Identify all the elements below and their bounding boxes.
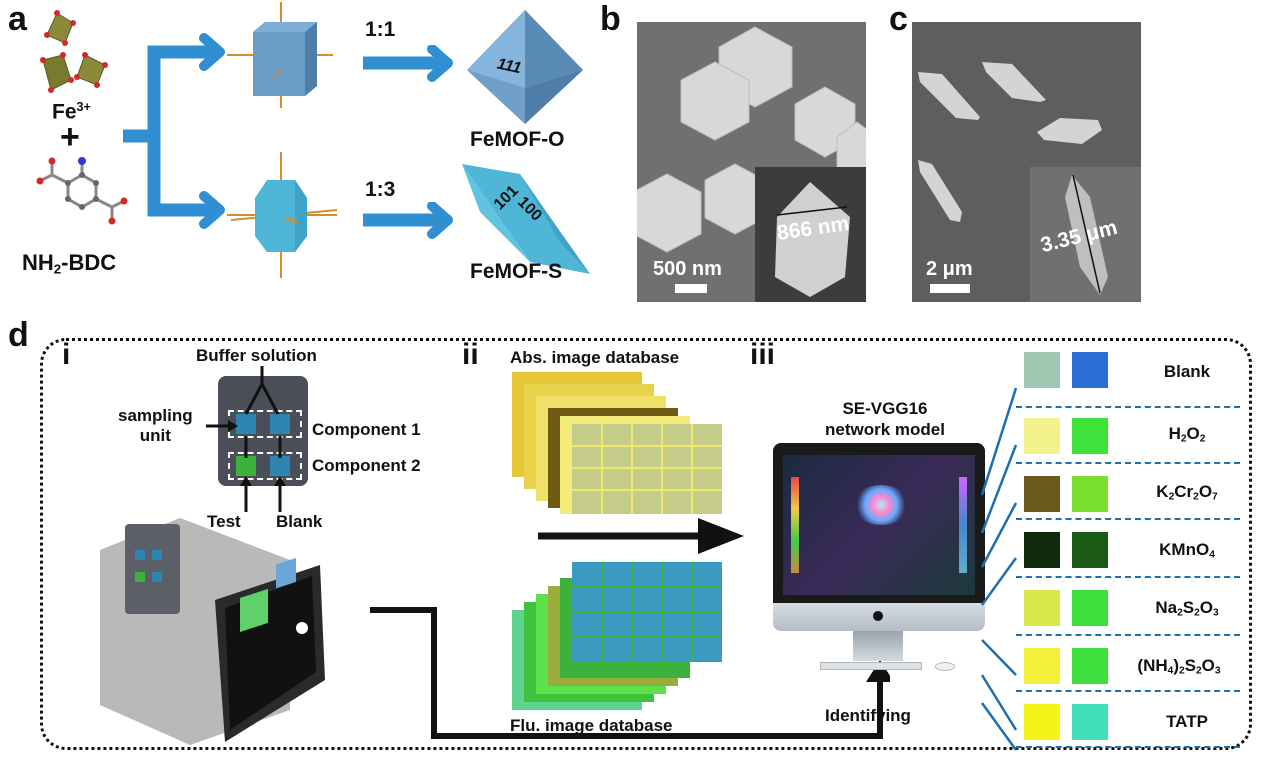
process-arrow (538, 518, 744, 554)
ratio-bottom-label: 1:3 (365, 178, 396, 201)
section-iii-numeral: iii (750, 338, 776, 371)
mouse-icon (935, 662, 955, 671)
panel-d-letter: d (8, 316, 29, 354)
octahedron-crystal-icon: 111 (467, 10, 583, 124)
result-label: TATP (1166, 712, 1208, 731)
scale-bar-c (930, 284, 970, 293)
fe-cluster-icon (40, 10, 108, 93)
result-row-tatp: TATP (1016, 692, 1240, 748)
nh2-bdc-molecule-icon (36, 157, 128, 225)
abs-swatch (1024, 532, 1060, 568)
abs-image-stack (512, 372, 722, 514)
fe-label: Fe3+ (52, 100, 91, 124)
result-label: K2Cr2O7 (1156, 482, 1218, 503)
flu-swatch (1072, 704, 1108, 740)
abs-swatch (1024, 352, 1060, 388)
sampling-unit-blank (270, 456, 290, 476)
scale-bar-b (675, 284, 707, 293)
keyboard-icon (820, 662, 922, 670)
section-ii-numeral: ii (462, 338, 479, 371)
result-row-h2o2: H2O2 (1016, 408, 1240, 464)
monitor-screen (783, 455, 975, 595)
flu-swatch (1072, 418, 1108, 454)
cube-crystal-icon (227, 2, 333, 108)
flu-swatch (1072, 476, 1108, 512)
abs-swatch (1024, 648, 1060, 684)
result-label: H2O2 (1168, 424, 1206, 445)
femof-s-label: FeMOF-S (470, 260, 563, 283)
inset-b: 866 nm (755, 167, 866, 302)
sampling-unit-tr (270, 414, 290, 434)
smartphone-device-illustration (100, 518, 325, 745)
chip-leader-lines (206, 366, 286, 512)
ratio-bottom-arrow (363, 202, 453, 239)
inset-c: 3.35 μm (1030, 167, 1141, 302)
flu-database-label: Flu. image database (510, 716, 673, 735)
flu-swatch (1072, 532, 1108, 568)
abs-swatch (1024, 476, 1060, 512)
bipyramid-crystal-icon: 101 100 (462, 164, 590, 274)
chip-diagram (218, 376, 308, 486)
result-label: Na2S2O3 (1155, 598, 1219, 619)
sem-image-b: 866 nm 500 nm (637, 22, 866, 302)
ratio-top-label: 1:1 (365, 18, 396, 41)
identifying-label: Identifying (825, 706, 911, 725)
result-row-blank: Blank (1016, 350, 1240, 408)
flu-swatch (1072, 648, 1108, 684)
monitor-illustration (773, 443, 985, 661)
sampling-unit-test (236, 456, 256, 476)
section-i-numeral: i (62, 338, 71, 371)
elongated-crystal-icon (227, 152, 338, 278)
panel-a-letter: a (8, 0, 27, 38)
panel-d-frame (40, 338, 1252, 750)
connector-to-identifying (370, 607, 890, 739)
nh2-bdc-label: NH2-BDC (22, 250, 117, 277)
branch-arrow (123, 33, 225, 229)
result-row-kmno4: KMnO4 (1016, 520, 1240, 578)
flu-swatch (1072, 590, 1108, 626)
plus-sign: + (60, 118, 80, 156)
blank-label: Blank (276, 512, 323, 531)
spindle-particles (918, 62, 1102, 222)
scale-bar-b-label: 500 nm (653, 258, 722, 280)
test-label: Test (207, 512, 241, 531)
ratio-top-arrow (363, 45, 453, 82)
result-label: Blank (1163, 362, 1211, 381)
component2-label: Component 2 (312, 456, 421, 475)
flu-swatch (1072, 352, 1108, 388)
buffer-solution-label: Buffer solution (196, 346, 317, 365)
flu-image-stack (512, 562, 722, 710)
sampling-unit-tl (236, 414, 256, 434)
result-row-k2cr2o7: K2Cr2O7 (1016, 464, 1240, 520)
facet-111-label: 111 (496, 56, 523, 78)
panel-b-letter: b (600, 0, 621, 38)
abs-database-label: Abs. image database (510, 348, 680, 367)
sem-image-c: 3.35 μm 2 μm (912, 22, 1141, 302)
result-row-nh4-2s2o3: (NH4)2S2O3 (1016, 636, 1240, 692)
result-label: KMnO4 (1159, 540, 1215, 561)
abs-swatch (1024, 590, 1060, 626)
component1-label: Component 1 (312, 420, 421, 439)
result-row-na2s2o3: Na2S2O3 (1016, 578, 1240, 636)
scale-bar-c-label: 2 μm (926, 258, 973, 280)
fan-out-lines (980, 387, 1018, 751)
femof-o-label: FeMOF-O (470, 128, 565, 151)
abs-swatch (1024, 704, 1060, 740)
abs-swatch (1024, 418, 1060, 454)
network-visual (853, 485, 909, 525)
panel-c-letter: c (889, 0, 908, 38)
result-label: (NH4)2S2O3 (1137, 656, 1221, 677)
octahedra-particles (637, 26, 866, 253)
